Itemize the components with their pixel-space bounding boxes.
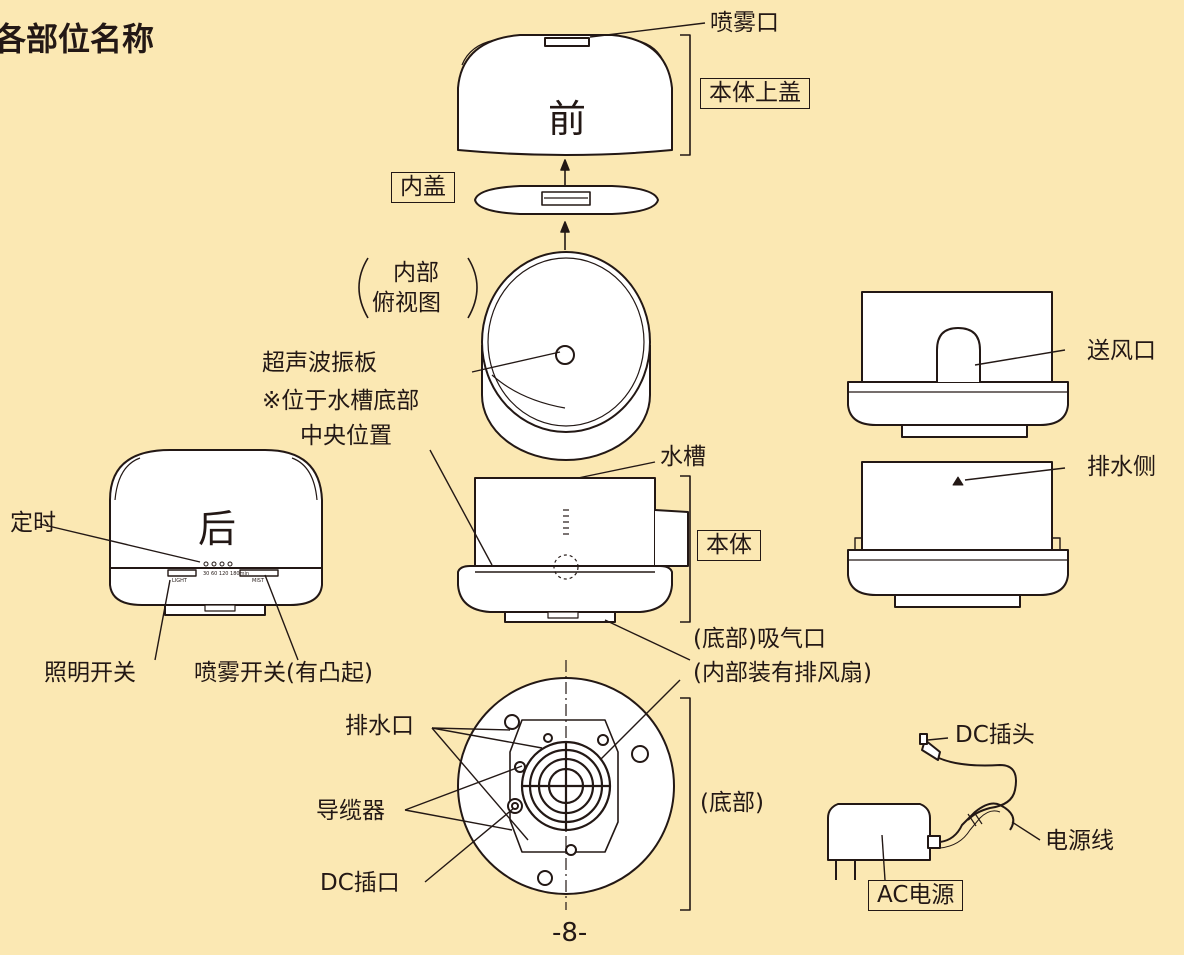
assembly-arrows: [560, 159, 570, 250]
inner-top-view: [481, 251, 651, 461]
bottom-view: [457, 660, 675, 910]
label-power-cord: 电源线: [1045, 828, 1114, 854]
label-air-outlet: 送风口: [1087, 338, 1156, 364]
label-inner-top-view-2: 俯视图: [372, 290, 441, 316]
label-ultrasonic-2: ※位于水槽底部: [262, 388, 420, 414]
label-cable-guide: 导缆器: [316, 798, 385, 824]
label-dc-plug: DC插头: [955, 722, 1035, 748]
label-mist-switch: 喷雾开关(有凸起): [194, 660, 373, 686]
main-body: [457, 477, 689, 623]
label-timer: 定时: [10, 510, 56, 536]
leader-lines: [39, 22, 1066, 883]
ultrasonic-plate: [555, 345, 575, 365]
label-air-intake-1: (底部)吸气口: [693, 626, 826, 652]
page-number: -8-: [552, 918, 588, 948]
back-view: [109, 449, 323, 616]
label-water-tank: 水槽: [660, 444, 706, 470]
label-drain-port: 排水口: [345, 713, 414, 739]
label-inner-lid: 内盖: [391, 172, 455, 203]
side-view-air-outlet: [847, 291, 1069, 438]
rear-light-text: LIGHT: [172, 578, 187, 584]
label-inner-top-view-1: 内部: [393, 260, 439, 286]
label-light-switch: 照明开关: [44, 660, 136, 686]
back-mark: 后: [198, 507, 237, 551]
label-ultrasonic-3: 中央位置: [300, 423, 392, 449]
label-air-intake-2: (内部装有排风扇): [693, 660, 872, 686]
label-dc-socket: DC插口: [320, 870, 400, 896]
rear-mist-text: MIST: [252, 578, 265, 584]
front-mark: 前: [548, 97, 587, 141]
page-title: 各部位名称: [0, 20, 155, 58]
mist-switch-shape: [239, 569, 279, 577]
rear-timer-values: 30 60 120 180min: [203, 571, 250, 577]
label-ac-adapter: AC电源: [868, 880, 964, 911]
dc-plug: [919, 733, 1017, 827]
label-drain-side: 排水侧: [1087, 454, 1156, 480]
mist-outlet-slot: [544, 37, 590, 47]
label-ultrasonic-1: 超声波振板: [262, 350, 377, 376]
ac-adapter: [827, 802, 1015, 880]
label-top-cover: 本体上盖: [700, 78, 810, 109]
top-cover-shape: [457, 34, 673, 156]
side-view-drain: [847, 461, 1069, 608]
brackets: [358, 34, 691, 911]
light-switch-shape: [167, 569, 197, 577]
label-bottom: (底部): [700, 790, 764, 816]
label-body: 本体: [697, 530, 761, 561]
label-mist-outlet: 喷雾口: [710, 10, 779, 36]
